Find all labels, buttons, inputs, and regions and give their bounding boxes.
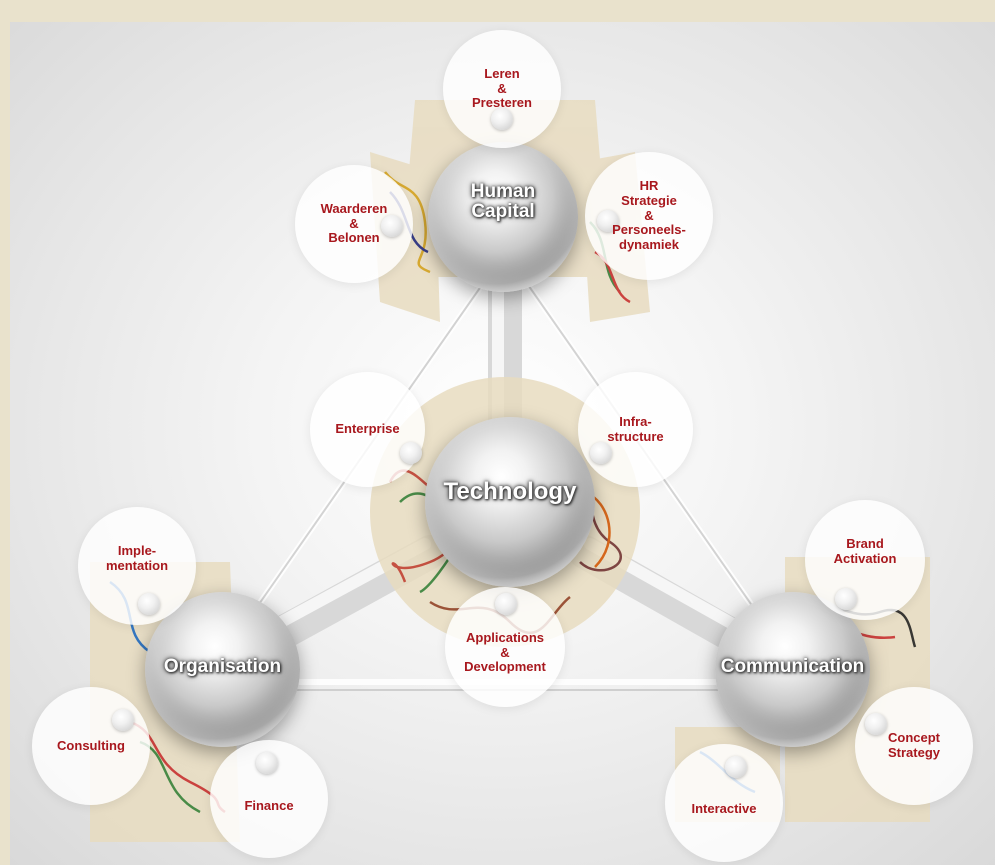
node-concept-strategy-label: Concept Strategy [887, 730, 941, 760]
node-waarderen-belonen-label: Waarderen & Belonen [320, 200, 388, 246]
organisation-sphere[interactable]: Organisation [145, 592, 300, 747]
communication-sphere[interactable]: Communication [715, 592, 870, 747]
node-leren-presteren[interactable]: Leren & Presteren [443, 30, 561, 148]
bulb-icon [835, 588, 857, 610]
node-consulting-label: Consulting [57, 737, 125, 753]
bulb-icon [597, 210, 619, 232]
node-finance-label: Finance [244, 797, 294, 813]
communication-label: Communication [720, 656, 865, 677]
bulb-icon [865, 713, 887, 735]
node-concept-strategy[interactable]: Concept Strategy [855, 687, 973, 805]
node-hr-strategie-label: HR Strategie & Personeels- dynamiek [612, 177, 686, 253]
node-enterprise[interactable]: Enterprise [310, 372, 425, 487]
bulb-icon [256, 752, 278, 774]
node-consulting[interactable]: Consulting [32, 687, 150, 805]
technology-label: Technology [443, 478, 577, 505]
diagram-stage: Human Capital Technology Organisation Co… [10, 22, 995, 865]
node-applications-development-label: Applications & Development [464, 629, 546, 675]
human-capital-sphere[interactable]: Human Capital [428, 142, 578, 292]
bulb-icon [138, 593, 160, 615]
node-waarderen-belonen[interactable]: Waarderen & Belonen [295, 165, 413, 283]
technology-sphere[interactable]: Technology [425, 417, 595, 587]
bulb-icon [725, 756, 747, 778]
bulb-icon [590, 442, 612, 464]
node-infrastructure-label: Infra- structure [607, 413, 664, 444]
bulb-icon [112, 709, 134, 731]
node-interactive-label: Interactive [691, 800, 757, 816]
node-implementation[interactable]: Imple- mentation [78, 507, 196, 625]
human-capital-label: Human Capital [470, 181, 536, 222]
bulb-icon [400, 442, 422, 464]
node-hr-strategie[interactable]: HR Strategie & Personeels- dynamiek [585, 152, 713, 280]
bulb-icon [381, 215, 403, 237]
node-interactive[interactable]: Interactive [665, 744, 783, 862]
node-brand-activation-label: Brand Activation [833, 536, 897, 566]
node-applications-development[interactable]: Applications & Development [445, 587, 565, 707]
node-brand-activation[interactable]: Brand Activation [805, 500, 925, 620]
bulb-icon [495, 593, 517, 615]
node-implementation-label: Imple- mentation [105, 543, 169, 573]
bulb-icon [491, 108, 513, 130]
node-finance[interactable]: Finance [210, 740, 328, 858]
node-leren-presteren-label: Leren & Presteren [472, 65, 532, 111]
node-infrastructure[interactable]: Infra- structure [578, 372, 693, 487]
node-enterprise-label: Enterprise [335, 421, 400, 437]
organisation-label: Organisation [163, 656, 282, 677]
